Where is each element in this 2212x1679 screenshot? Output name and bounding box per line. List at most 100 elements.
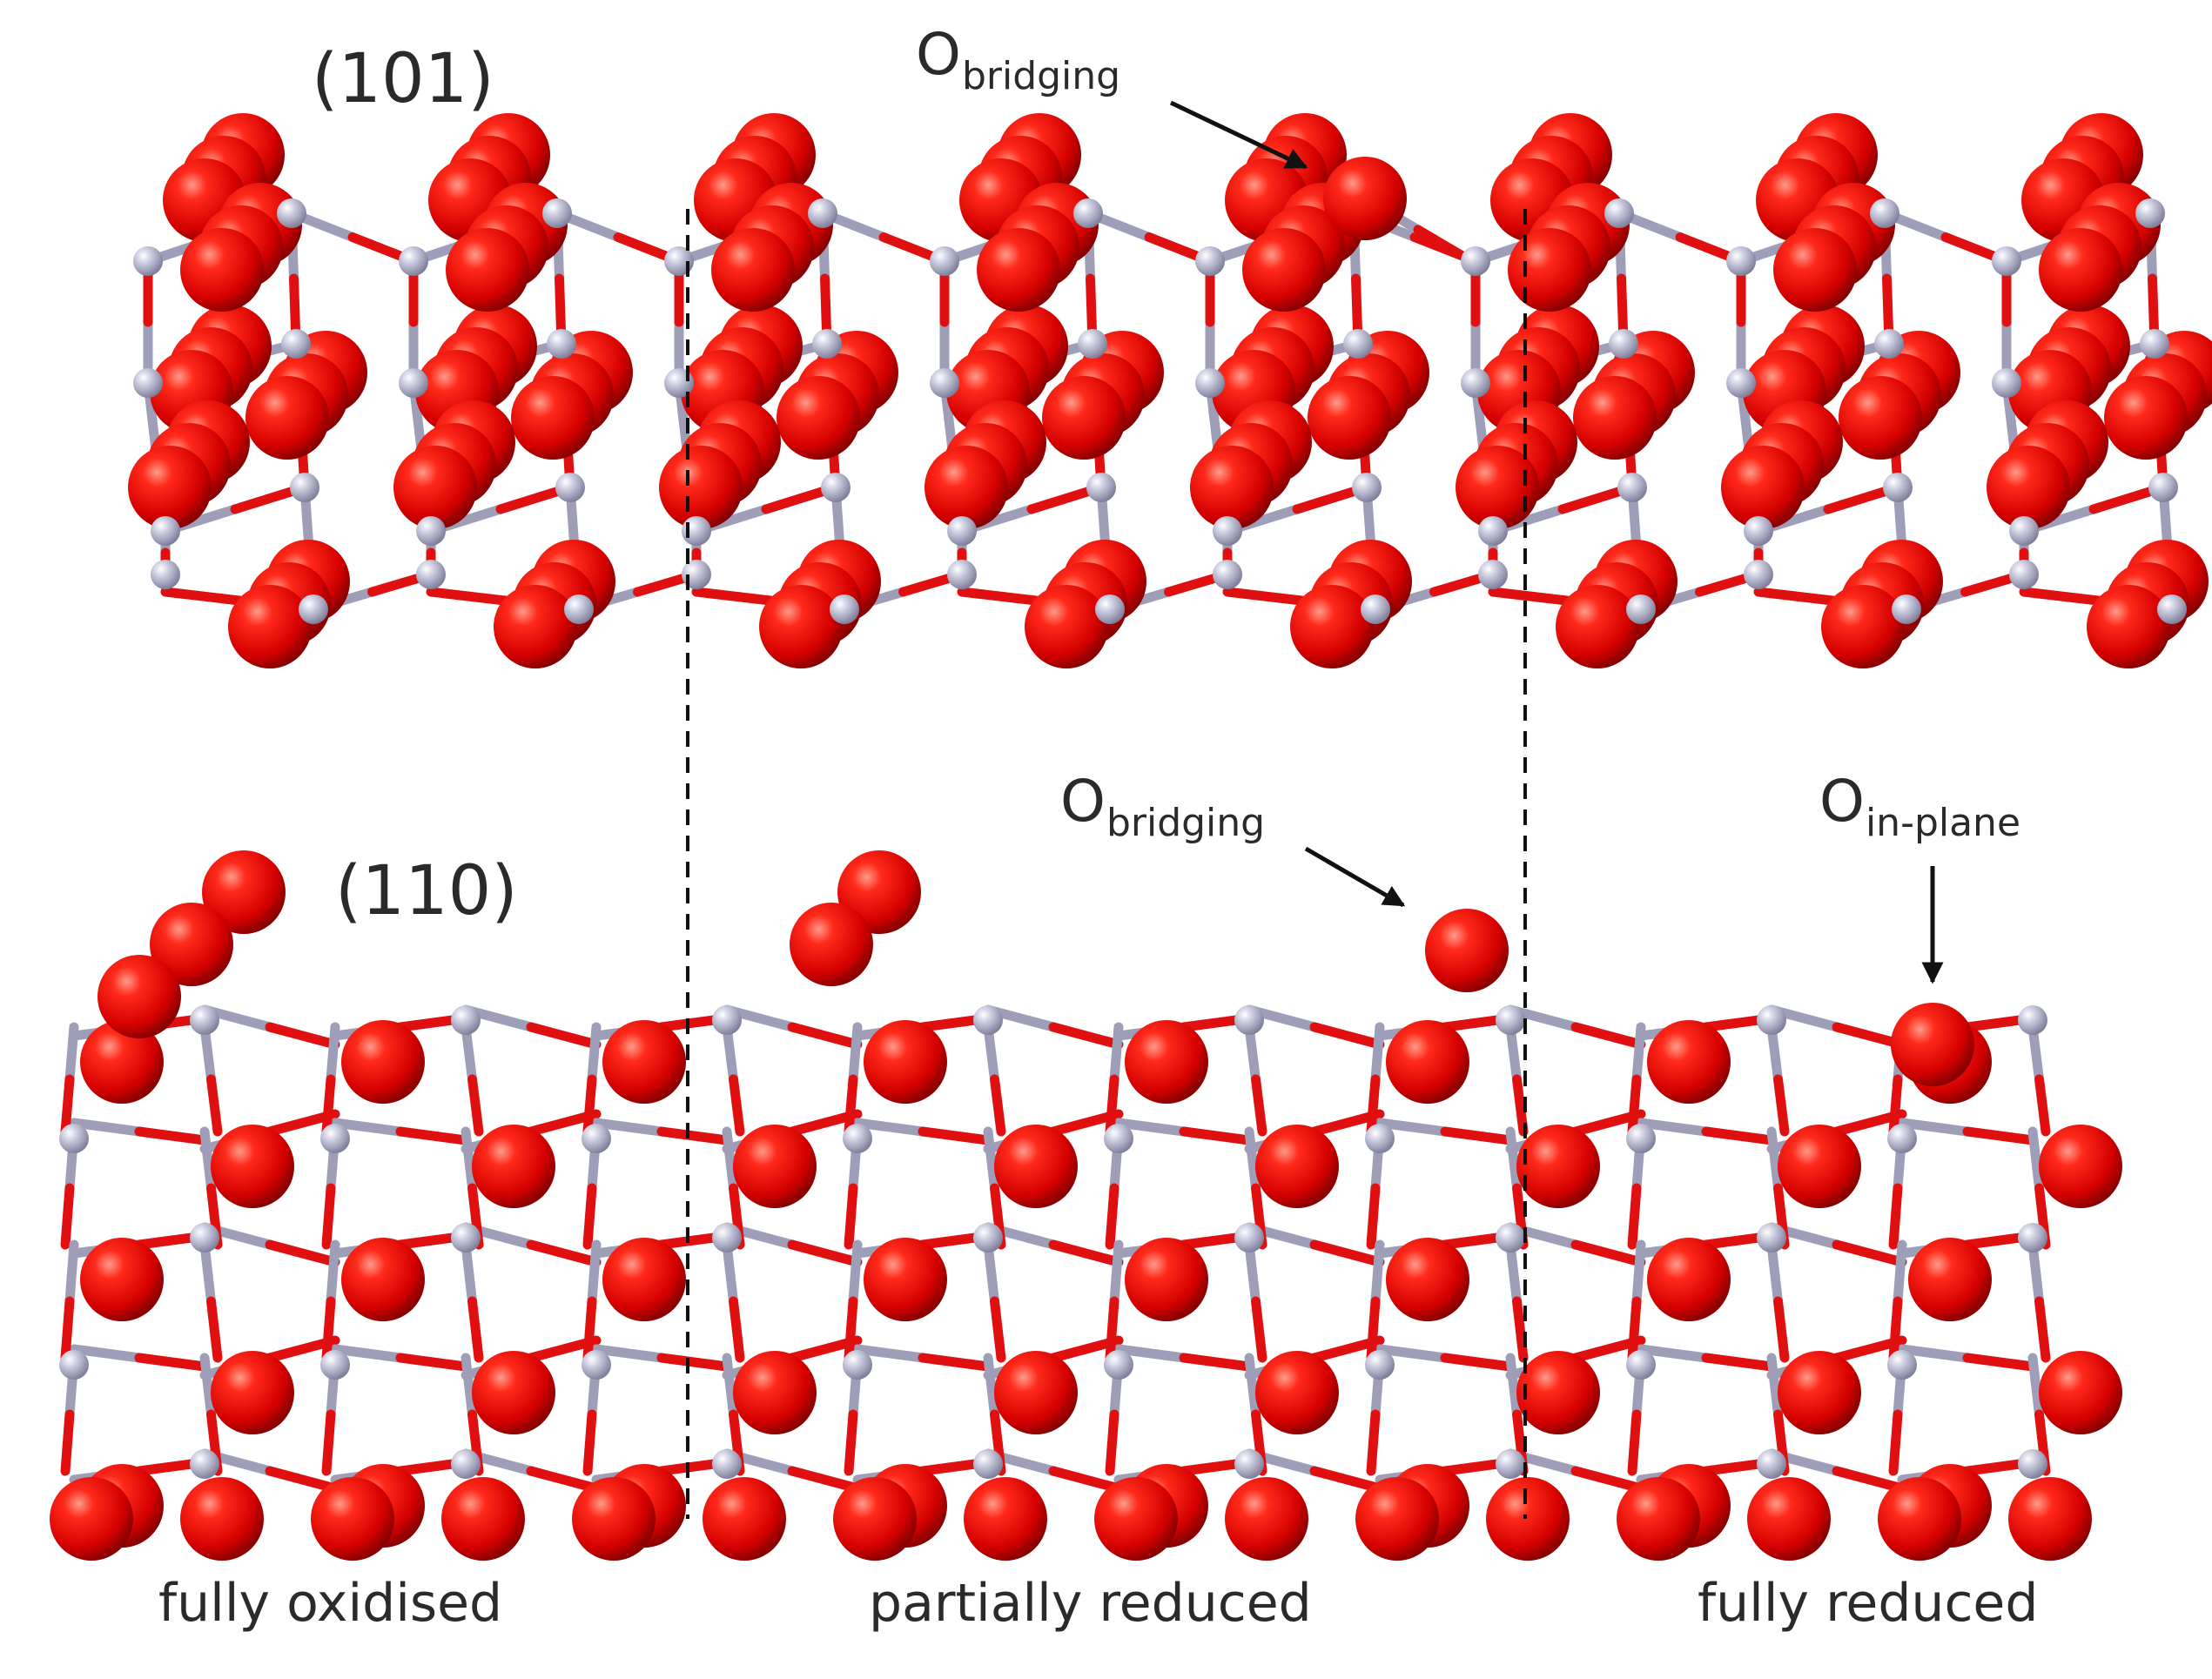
- bond: [848, 1239, 863, 1306]
- bond: [1105, 1296, 1119, 1363]
- bond: [1512, 1296, 1529, 1363]
- oxygen-atom: [572, 1477, 656, 1561]
- oxygen-atom: [733, 1125, 817, 1208]
- bond: [1627, 1074, 1642, 1137]
- oxygen-atom: [245, 376, 329, 460]
- metal-atom: [1352, 473, 1382, 502]
- bond: [787, 1022, 863, 1050]
- metal-atom: [290, 473, 319, 502]
- bond: [64, 1239, 79, 1306]
- metal-atom: [1461, 246, 1490, 276]
- bond: [467, 1074, 484, 1137]
- oxygen-atom: [2039, 1125, 2122, 1208]
- oxygen-atom: [80, 1020, 164, 1104]
- bond: [1366, 1296, 1381, 1363]
- bond: [69, 1118, 145, 1137]
- bond: [2027, 1126, 2044, 1193]
- oxygen-atom: [977, 228, 1060, 312]
- metal-atom: [547, 329, 576, 359]
- metal-atom: [399, 368, 428, 398]
- bond: [526, 1022, 602, 1050]
- metal-atom: [1744, 560, 1773, 589]
- bond: [1105, 1183, 1119, 1250]
- metal-atom: [555, 473, 585, 502]
- metal-atom: [843, 1124, 872, 1153]
- bond: [1048, 1466, 1124, 1494]
- oxygen-atom: [2008, 1477, 2092, 1561]
- caption-fully-reduced: fully reduced: [1698, 1573, 2039, 1634]
- bond: [844, 1183, 858, 1250]
- bond: [1488, 587, 1572, 606]
- bond: [1570, 1239, 1646, 1267]
- bond: [983, 1353, 999, 1420]
- oxygen-atom: [180, 228, 264, 312]
- bond: [1179, 1126, 1254, 1145]
- bond: [1631, 1022, 1646, 1085]
- bond: [1888, 1074, 1903, 1137]
- metal-atom: [1365, 1124, 1395, 1153]
- oxygen-atom: [1617, 1477, 1700, 1561]
- o-in-plane-sub: in-plane: [1865, 800, 2021, 845]
- bond: [1766, 1353, 1783, 1420]
- oxygen-atom: [1556, 585, 1639, 668]
- metal-atom: [1234, 1449, 1264, 1479]
- metal-atom: [812, 329, 842, 359]
- metal-atom: [712, 1005, 742, 1035]
- bond: [134, 1353, 210, 1372]
- metal-atom: [973, 1223, 1003, 1253]
- metal-atom: [59, 1124, 89, 1153]
- bond: [461, 1022, 477, 1085]
- bond: [848, 1022, 863, 1085]
- metal-atom: [1073, 198, 1103, 228]
- oxygen-atom: [864, 1020, 947, 1104]
- bond: [1773, 1074, 1790, 1137]
- bond: [787, 1239, 863, 1267]
- oxygen-atom: [833, 1477, 917, 1561]
- bond: [1570, 1022, 1646, 1050]
- oxygen-atom: [1386, 1020, 1469, 1104]
- oxygen-atom: [97, 955, 181, 1038]
- bond: [326, 1239, 340, 1306]
- bond: [587, 1239, 602, 1306]
- metal-atom: [2018, 1005, 2047, 1035]
- bond: [1627, 1183, 1642, 1250]
- metal-atom: [1086, 473, 1116, 502]
- bond: [1505, 1126, 1522, 1193]
- metal-atom: [151, 560, 180, 589]
- bond: [265, 1022, 340, 1050]
- bond: [983, 1239, 999, 1306]
- annotation-layer: [686, 100, 1944, 1519]
- oxygen-atom: [790, 903, 873, 986]
- bond: [326, 1022, 340, 1085]
- metal-atom: [2018, 1223, 2047, 1253]
- bond: [395, 1126, 471, 1145]
- bond: [1109, 1239, 1124, 1306]
- bond: [1766, 1239, 1783, 1306]
- oxygen-atom: [1573, 376, 1657, 460]
- bond: [2027, 1353, 2044, 1420]
- bond: [1701, 1353, 1777, 1372]
- oxygen-atom: [393, 446, 477, 529]
- metal-atom: [1883, 473, 1913, 502]
- bond: [1832, 1466, 1907, 1494]
- metal-atom: [1757, 1223, 1786, 1253]
- bond: [1375, 1118, 1450, 1137]
- oxygen-atom: [211, 1125, 294, 1208]
- bond: [2019, 587, 2103, 606]
- bond: [1113, 1118, 1189, 1137]
- bond: [467, 1296, 484, 1363]
- metal-atom: [930, 368, 959, 398]
- oxygen-atom: [472, 1351, 555, 1434]
- bond: [582, 1409, 597, 1476]
- oxygen-atom: [1242, 228, 1326, 312]
- oxygen-atom: [1516, 1351, 1600, 1434]
- bond: [1309, 1239, 1385, 1267]
- bond: [1897, 1118, 1973, 1137]
- metal-atom: [190, 1223, 219, 1253]
- bond: [656, 1353, 732, 1372]
- bond: [321, 1183, 336, 1250]
- oxygen-atom: [1839, 376, 1922, 460]
- bond: [1512, 1074, 1529, 1137]
- bond: [426, 587, 510, 606]
- oxygen-atom: [211, 1351, 294, 1434]
